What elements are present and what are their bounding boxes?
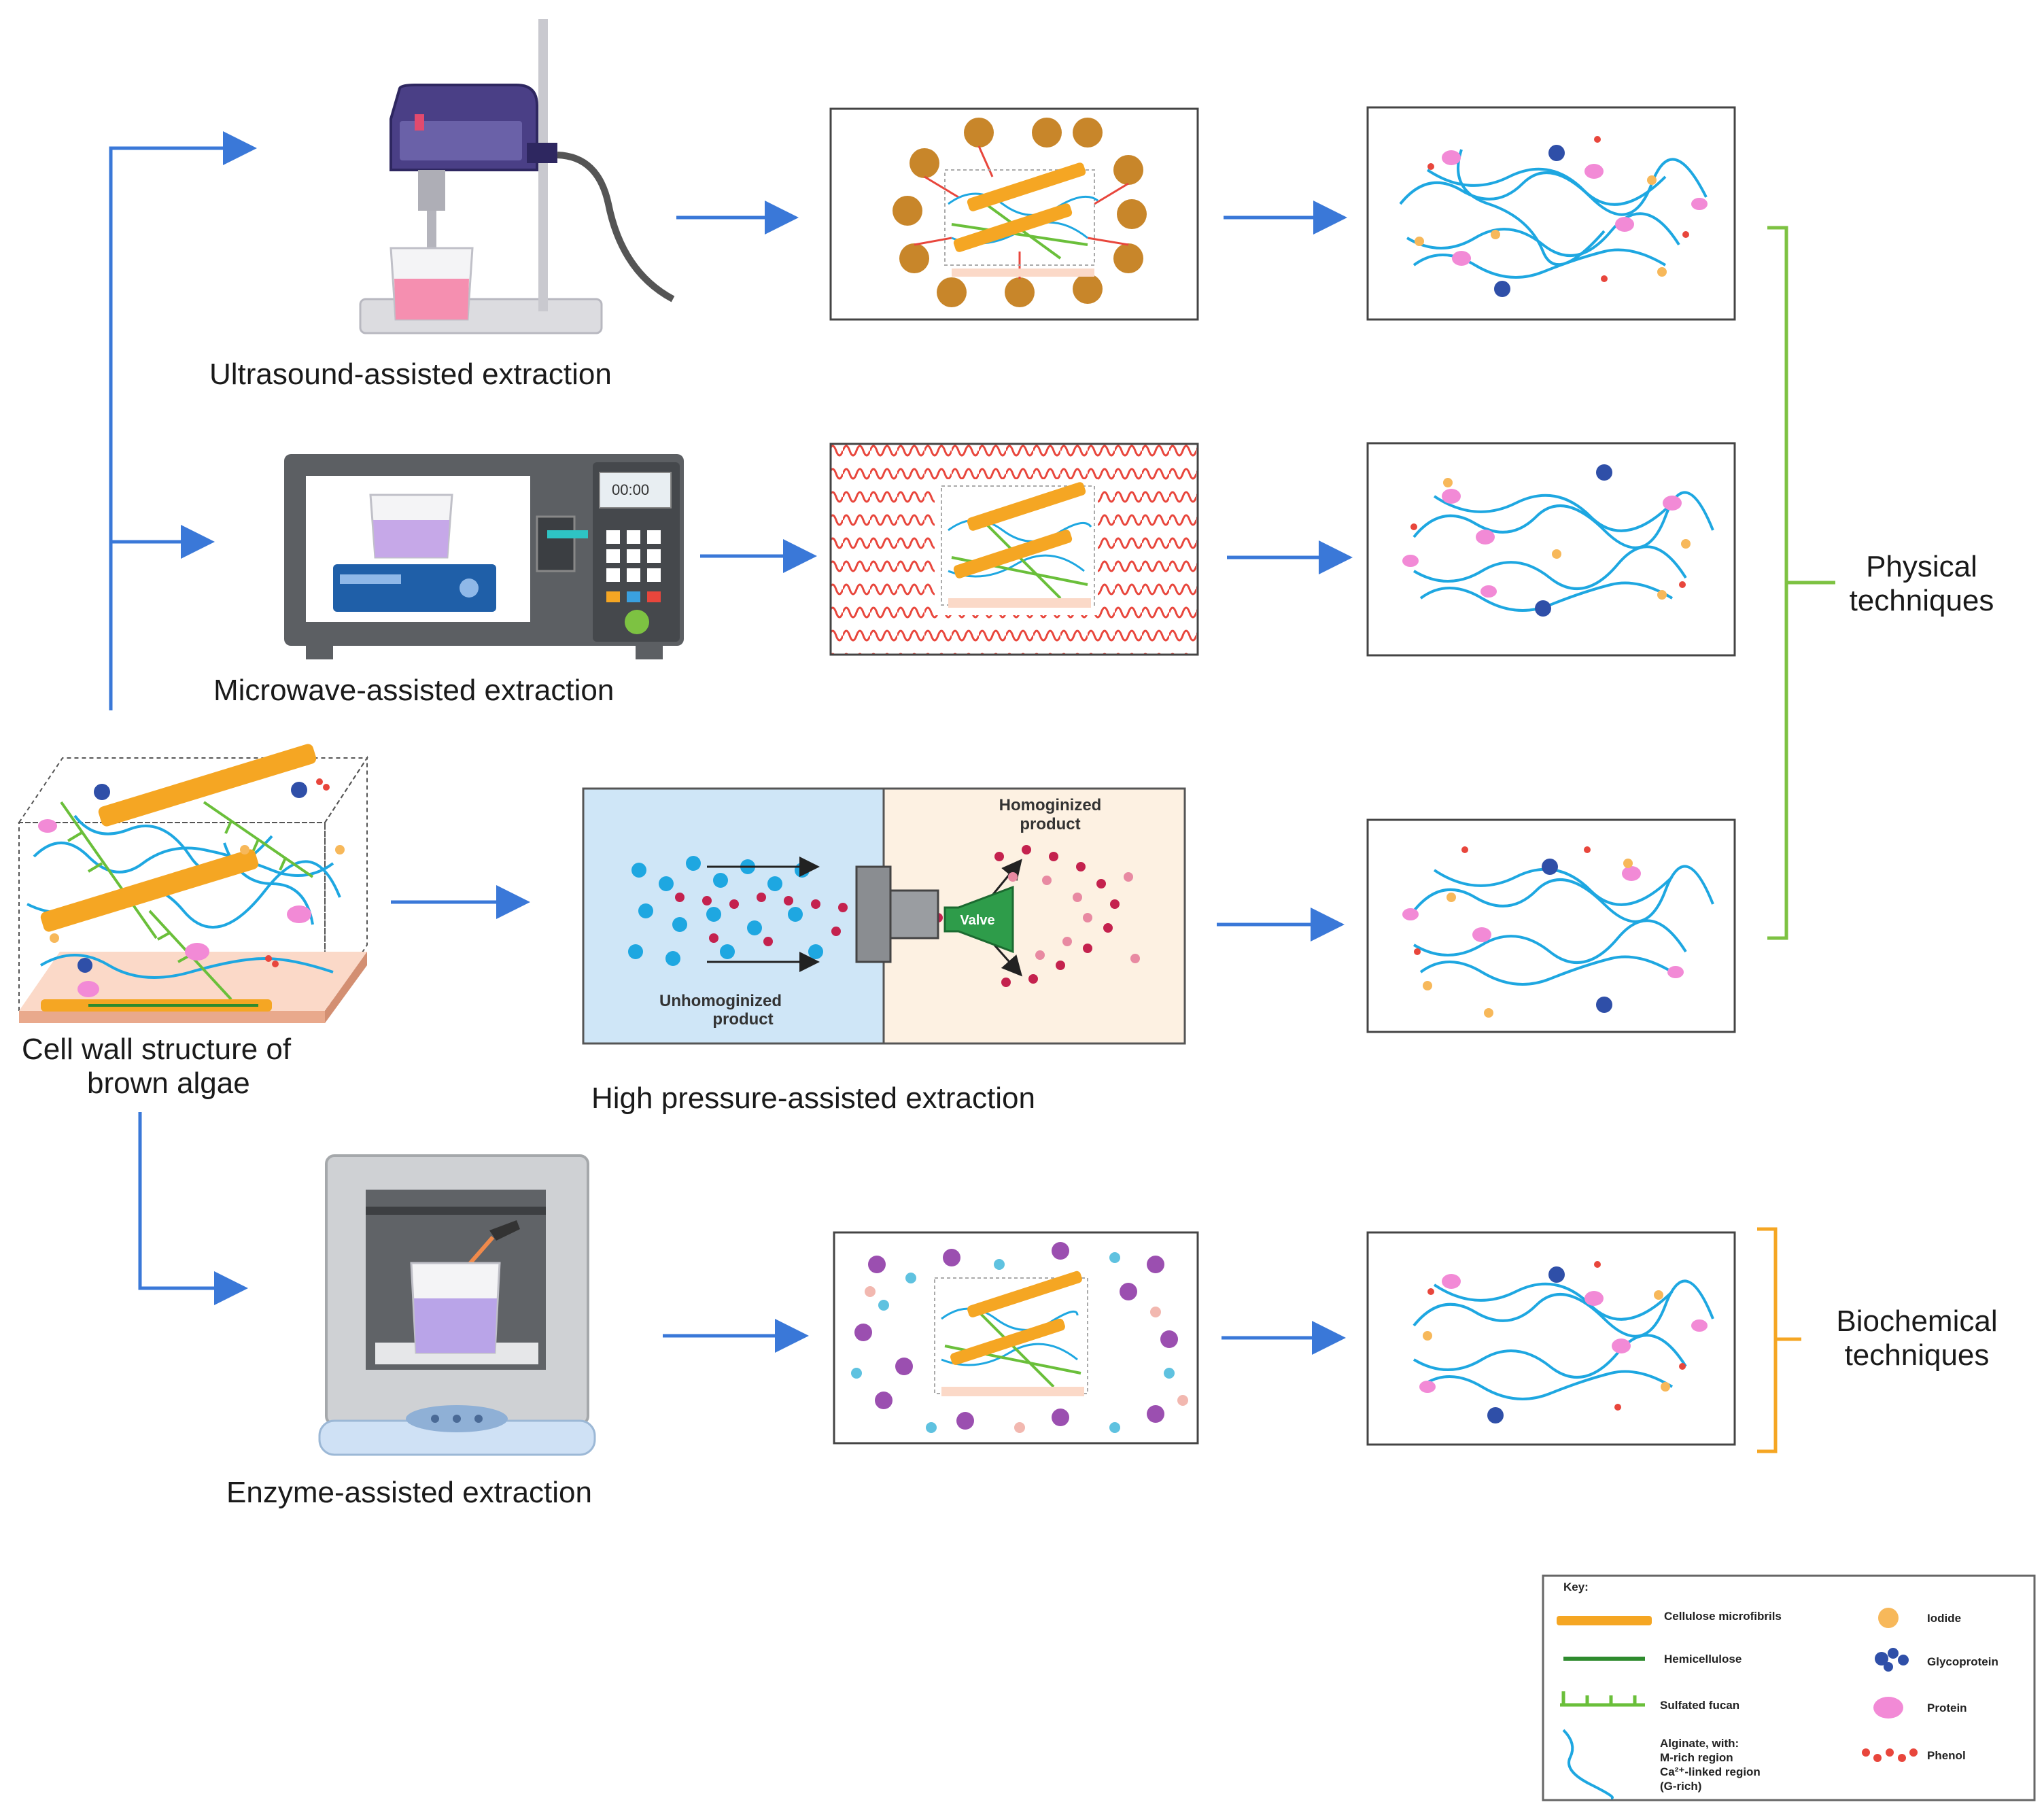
- legend-fucan-label: Sulfated fucan: [1660, 1699, 1739, 1712]
- legend-key: Key: Cellulose microfibrils Hemicellulos…: [1542, 1574, 2036, 1801]
- legend-phenol-label: Phenol: [1927, 1749, 1966, 1762]
- legend-phenol-swatch: [1862, 1748, 1918, 1762]
- ultrasound-device-icon: [359, 19, 675, 334]
- physical-label-line2: techniques: [1850, 584, 1994, 617]
- legend-title: Key:: [1563, 1581, 1589, 1593]
- legend-alginate-label-4: (G-rich): [1660, 1780, 1701, 1793]
- legend-cellulose-swatch: [1557, 1616, 1652, 1625]
- stage-label-enzyme: Enzyme-assisted extraction: [226, 1476, 592, 1509]
- arrow-to-ultrasound: [109, 131, 257, 710]
- legend-hemicellulose-label: Hemicellulose: [1664, 1653, 1742, 1665]
- biochemical-label-line2: techniques: [1845, 1339, 1990, 1372]
- stage-label-microwave: Microwave-assisted extraction: [213, 674, 614, 707]
- enzyme-incubator-icon: [318, 1154, 596, 1456]
- stage-label-ultrasound: Ultrasound-assisted extraction: [209, 358, 612, 391]
- biochemical-label-line1: Biochemical: [1836, 1305, 1997, 1338]
- result-box-microwave: [1366, 442, 1736, 657]
- legend-iodide-swatch: [1878, 1608, 1899, 1628]
- legend-alginate-label-3: Ca²⁺-linked region: [1660, 1765, 1761, 1778]
- physical-label-line1: Physical: [1866, 550, 1977, 583]
- legend-cellulose-label: Cellulose microfibrils: [1664, 1610, 1782, 1623]
- legend-iodide-label: Iodide: [1927, 1612, 1961, 1625]
- legend-alginate-label-2: M-rich region: [1660, 1751, 1733, 1764]
- cell-wall-structure-illustration: [18, 744, 368, 1023]
- legend-protein-swatch: [1873, 1697, 1903, 1719]
- valve-label: Valve: [960, 913, 994, 928]
- arrow-to-enzyme: [138, 1112, 248, 1305]
- microwave-device-icon: 00:00: [284, 454, 684, 659]
- legend-alginate-swatch: [1562, 1729, 1614, 1799]
- biochemical-techniques-bracket: [1757, 1227, 1801, 1453]
- legend-protein-label: Protein: [1927, 1702, 1967, 1714]
- high-pressure-homogenizer-panel: [582, 787, 1186, 1045]
- source-label-line2: brown algae: [87, 1067, 250, 1100]
- physical-techniques-bracket: [1767, 226, 1835, 940]
- unhomogenized-label-line2: product: [712, 1010, 773, 1029]
- legend-fucan-swatch: [1560, 1691, 1645, 1707]
- homogenized-label-line1: Homoginized: [999, 796, 1102, 814]
- microwave-display: 00:00: [612, 481, 649, 498]
- result-box-high-pressure: [1366, 818, 1736, 1033]
- treatment-box-enzyme: [833, 1231, 1199, 1445]
- legend-alginate-label-1: Alginate, with:: [1660, 1737, 1739, 1750]
- branch-arrows: [109, 131, 1353, 1355]
- treatment-box-ultrasound: [829, 107, 1199, 321]
- legend-glycoprotein-label: Glycoprotein: [1927, 1655, 1998, 1668]
- result-box-enzyme: [1366, 1231, 1736, 1446]
- homogenized-label-line2: product: [1020, 815, 1080, 833]
- result-box-ultrasound: [1366, 106, 1736, 321]
- treatment-box-microwave: [829, 443, 1199, 656]
- legend-glycoprotein-swatch: [1875, 1648, 1909, 1672]
- stage-label-high-pressure: High pressure-assisted extraction: [591, 1082, 1035, 1115]
- source-label-line1: Cell wall structure of: [22, 1033, 292, 1066]
- unhomogenized-label-line1: Unhomoginized: [659, 992, 782, 1010]
